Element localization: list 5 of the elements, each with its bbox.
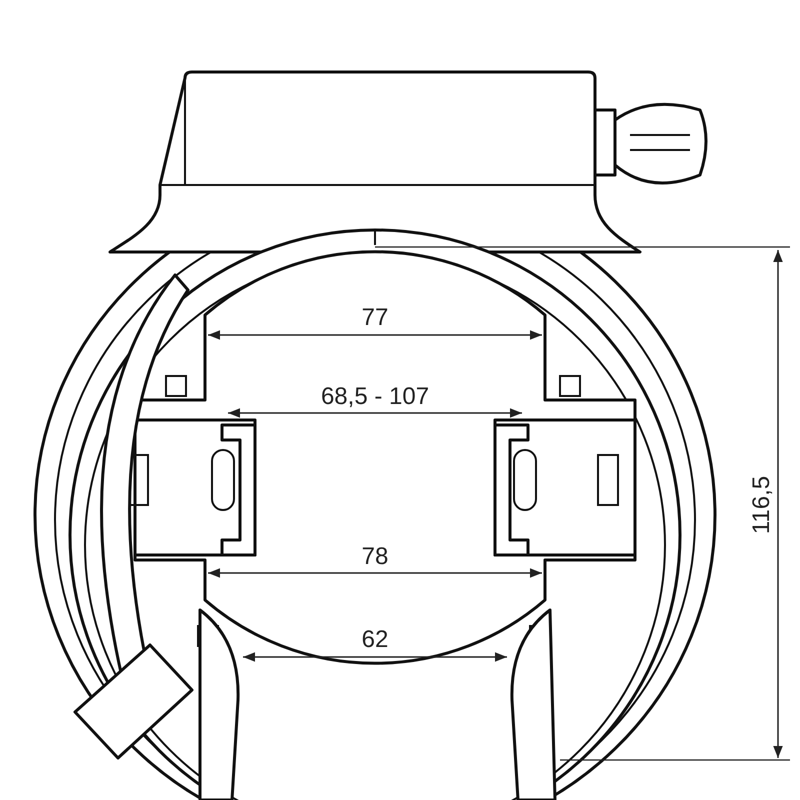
dimension-label: 116,5 <box>750 476 774 534</box>
dimension-label: 62 <box>362 628 388 652</box>
dimension-label: 78 <box>362 545 388 569</box>
dimension-label: 68,5 - 107 <box>320 385 430 409</box>
dimension-label: 77 <box>362 306 388 330</box>
